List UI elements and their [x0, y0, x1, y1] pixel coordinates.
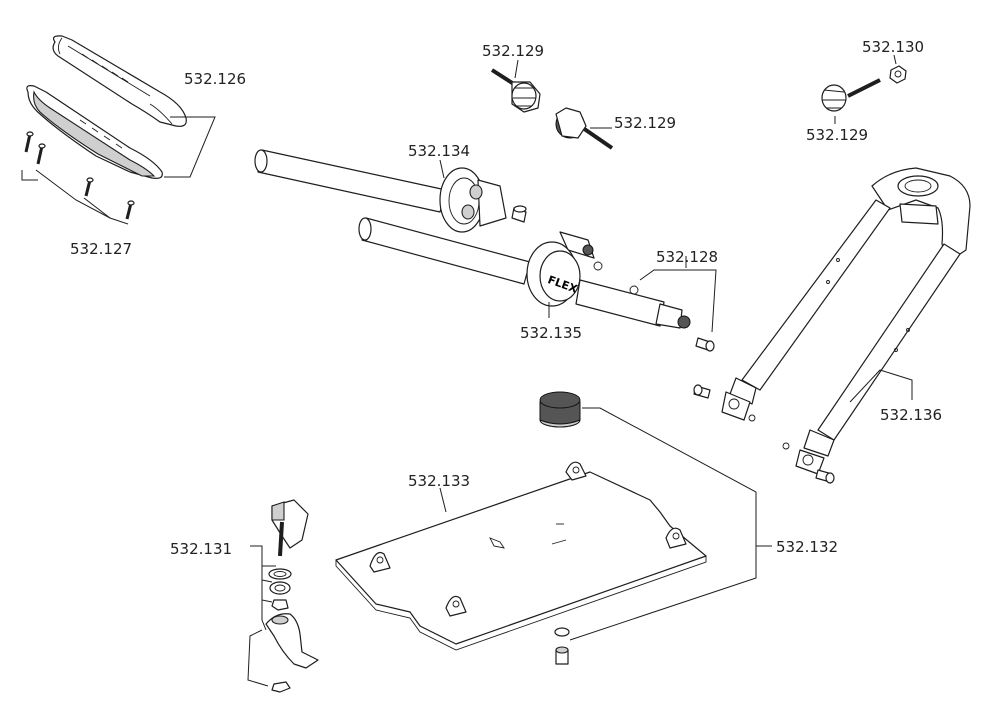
armrest-pad-lower: [26, 85, 163, 179]
circlip-2: [629, 285, 639, 295]
washer-screw-132: [554, 627, 570, 665]
label-532-135: 532.135: [520, 324, 583, 342]
circlip-4: [782, 442, 790, 450]
label-532-132: 532.132: [776, 538, 839, 556]
rubber-cap-132: [539, 391, 581, 428]
pin-small-1: [511, 205, 527, 223]
lower-tube-135: [358, 217, 691, 329]
label-532-136: 532.136: [880, 406, 943, 424]
side-frame-136: [721, 167, 971, 475]
label-532-128: 532.128: [656, 248, 719, 266]
label-532-131: 532.131: [170, 540, 233, 558]
upper-tube-134: [254, 149, 595, 259]
label-532-133: 532.133: [408, 472, 471, 490]
pin-128: [695, 337, 715, 352]
label-532-126: 532.126: [184, 70, 247, 88]
circlip-1: [593, 261, 603, 271]
circlip-3: [748, 414, 756, 422]
label-532-129-b: 532.129: [614, 114, 677, 132]
pin-frame-2: [815, 469, 835, 484]
label-532-129-a: 532.129: [482, 42, 545, 60]
label-532-129-c: 532.129: [806, 126, 869, 144]
knob-bolt-3: [821, 78, 881, 112]
base-plate-133: [335, 461, 707, 651]
pin-frame-1: [693, 384, 711, 399]
screw-set-127: [24, 131, 135, 220]
armrest-pad-upper: [52, 35, 187, 127]
label-532-134: 532.134: [408, 142, 471, 160]
hex-nut-130: [889, 65, 907, 84]
knob-bolt-2: [555, 107, 614, 150]
clamp-assembly-131: [265, 499, 319, 693]
label-532-127: 532.127: [70, 240, 133, 258]
knob-bolt-1: [490, 68, 541, 113]
label-532-130: 532.130: [862, 38, 925, 56]
